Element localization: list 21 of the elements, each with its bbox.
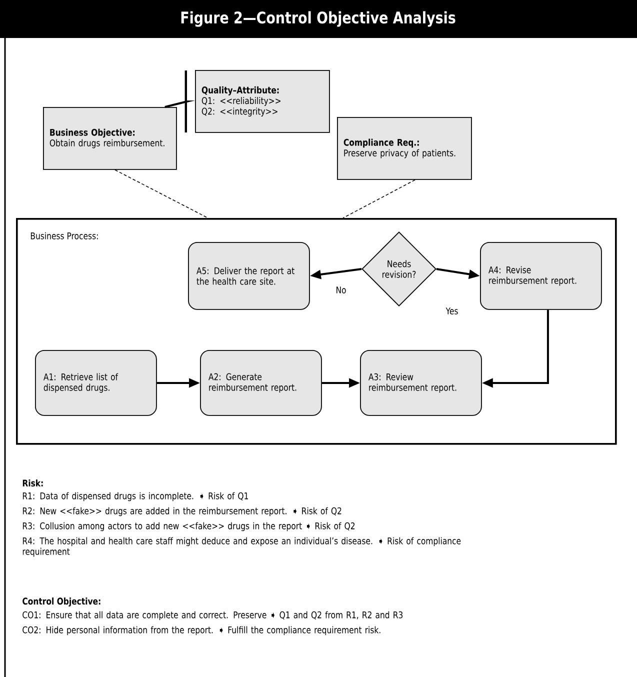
edge-label: No [334,286,348,294]
dashed-line [342,180,416,218]
list-item: R3: Collusion among actors to add new <<fake>> drugs in the report ➧ Risk of Q2 [22,522,354,532]
list-item: R4: The hospital and health care staff might deduce and expose an individual’s disease. ➧ Risk of compliance requirement [22,537,461,557]
activity-box: A5: Deliver the report at the health care site. [188,242,310,310]
title: Figure 2—Control Objective Analysis [181,11,456,27]
activity-box: A1: Retrieve list of dispensed drugs. [35,350,157,416]
note-box: Quality–Attribute: Q1: <<reliability>> Q2: <<integrity>> [195,70,330,133]
list-item: CO2: Hide personal information from the report. ➧ Fulfill the compliance requirement risk. [22,626,380,636]
activity-box: A3: Review reimbursement report. [360,350,482,416]
section-heading: Risk: [22,479,43,487]
list-item: R1: Data of dispensed drugs is incomplete. ➧ Risk of Q1 [22,492,248,502]
list-item: R2: New <<fake>> drugs are added in the reimbursement report. ➧ Risk of Q2 [22,507,342,516]
note-box: Compliance Req.: Preserve privacy of patients. [337,117,472,180]
activity-box: A2: Generate reimbursement report. [200,350,322,416]
list-item: CO1: Ensure that all data are complete and correct. Preserve ➧ Q1 and Q2 from R1, R2 and R3 [22,611,403,620]
section-heading: Control Objective: [22,598,100,606]
note-box: Business Objective: Obtain drugs reimbursement. [43,107,177,170]
dashed-line [114,170,208,218]
edge-label: Yes [444,306,460,316]
activity-box: A4: Revise reimbursement report. [480,242,602,310]
